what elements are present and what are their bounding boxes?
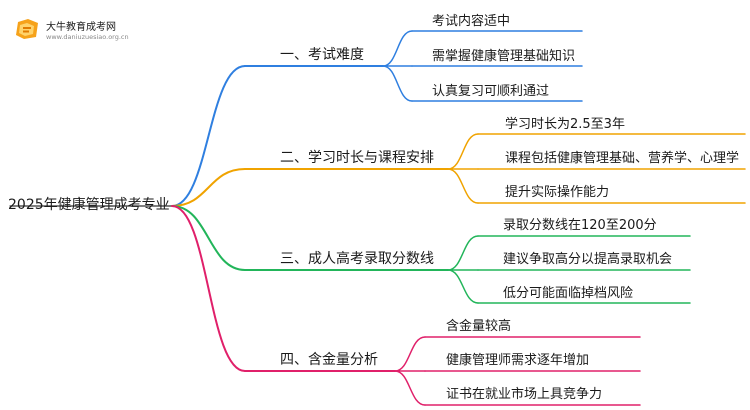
root-node: 2025年健康管理成考专业 <box>8 197 170 213</box>
leaf-1-2: 需掌握健康管理基础知识 <box>432 49 576 64</box>
leaf-4-2: 健康管理师需求逐年增加 <box>446 353 590 368</box>
leaf-1-3: 认真复习可顺利通过 <box>432 84 550 99</box>
branch-2-label: 二、学习时长与课程安排 <box>280 150 434 166</box>
logo-brand-text: 大牛教育成考网 <box>46 22 116 33</box>
leaf-2-3: 提升实际操作能力 <box>505 185 610 200</box>
leaf-2-1-connector <box>447 133 479 170</box>
leaf-2-1: 学习时长为2.5至3年 <box>505 117 625 132</box>
leaf-3-1-connector <box>447 235 479 271</box>
leaf-2-2: 课程包括健康管理基础、营养学、心理学 <box>505 151 740 166</box>
leaf-1-1-connector <box>382 30 413 67</box>
leaf-3-3: 低分可能面临掉档风险 <box>503 286 634 301</box>
branch-3-connector <box>171 205 246 271</box>
branch-4-label: 四、含金量分析 <box>280 352 378 368</box>
logo-icon <box>16 19 38 39</box>
leaf-3-3-connector <box>447 269 479 304</box>
leaf-1-3-connector <box>382 65 413 102</box>
leaf-3-1: 录取分数线在120至200分 <box>503 218 657 233</box>
logo-url-text: www.daniuzuesiao.org.cn <box>46 33 129 41</box>
leaf-1-1: 考试内容适中 <box>432 14 511 29</box>
leaf-4-1: 含金量较高 <box>446 319 512 334</box>
site-logo: 大牛教育成考网 www.daniuzuesiao.org.cn <box>14 16 164 46</box>
leaf-3-2: 建议争取高分以提高录取机会 <box>503 252 673 267</box>
branch-3-label: 三、成人高考录取分数线 <box>280 251 434 267</box>
branch-4-connector <box>171 205 246 372</box>
leaf-2-3-connector <box>447 168 479 204</box>
branch-1-connector <box>171 65 246 207</box>
leaf-4-3: 证书在就业市场上具竞争力 <box>446 387 603 402</box>
leaf-4-1-connector <box>394 336 426 372</box>
branch-2-connector <box>171 168 246 207</box>
leaf-4-3-connector <box>394 370 426 406</box>
branch-1-label: 一、考试难度 <box>280 47 364 63</box>
